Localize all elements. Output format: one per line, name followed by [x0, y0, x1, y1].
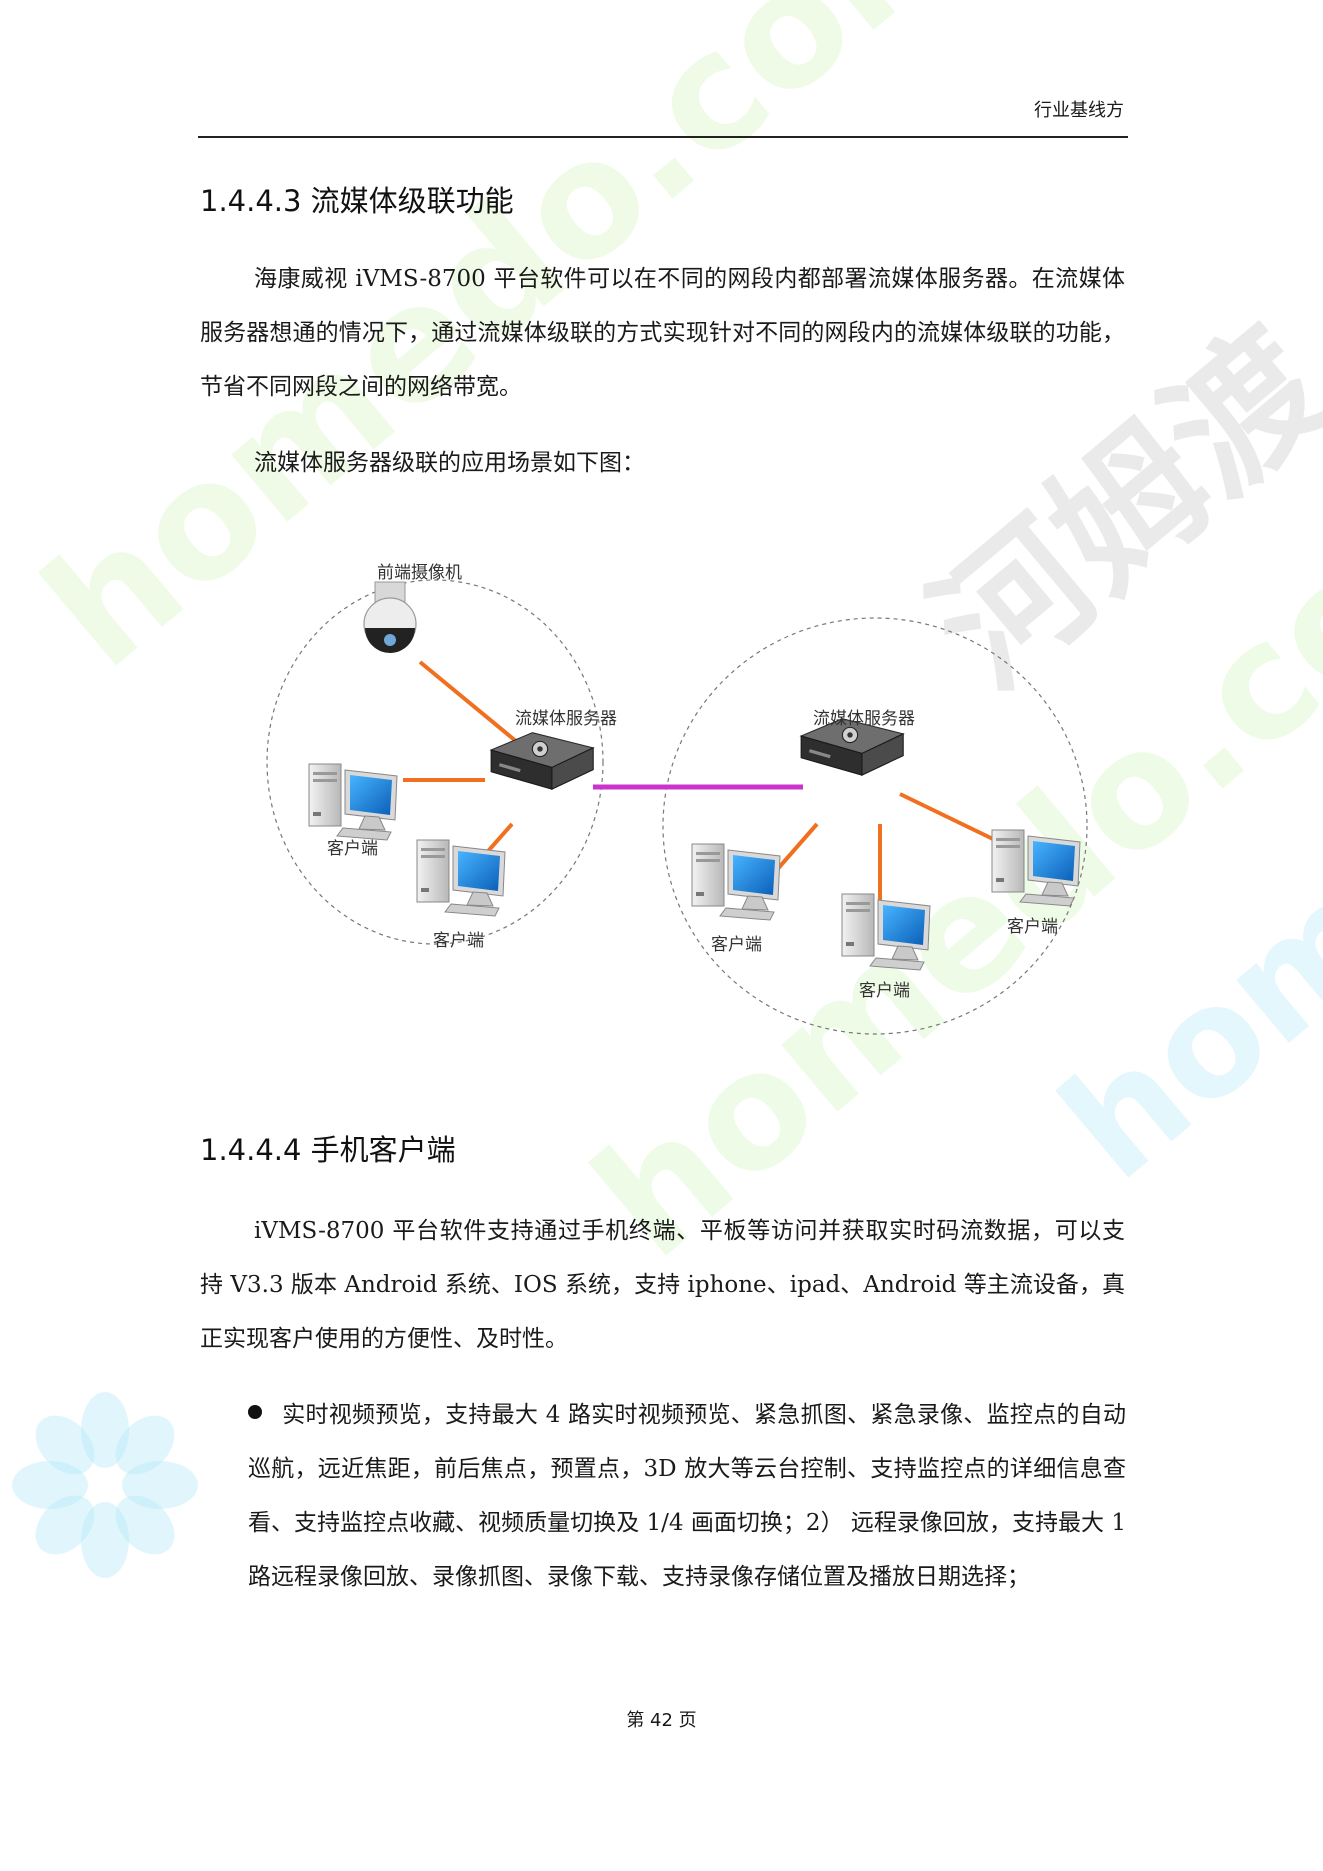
client-label: 客户端 — [327, 839, 378, 859]
page-number: 第 42 页 — [626, 1710, 697, 1731]
bullet-item: 实时视频预览，支持最大 4 路实时视频预览、紧急抓图、紧急录像、监控点的自动巡航… — [248, 1388, 1126, 1604]
paragraph: iVMS-8700 平台软件支持通过手机终端、平板等访问并获取实时码流数据，可以… — [200, 1218, 1125, 1352]
client-label: 客户端 — [711, 935, 762, 955]
client-label: 客户端 — [1007, 917, 1058, 937]
client-pc-icon — [841, 893, 931, 971]
page-header: 行业基线方 — [198, 96, 1128, 138]
section-heading-mobile-client: 1.4.4.4 手机客户端 — [200, 1133, 456, 1167]
server-right-label: 流媒体服务器 — [813, 709, 915, 729]
bullet-icon — [248, 1405, 262, 1419]
paragraph: 流媒体服务器级联的应用场景如下图： — [254, 450, 645, 476]
server-left-label: 流媒体服务器 — [515, 709, 617, 729]
camera-label: 前端摄像机 — [377, 563, 462, 583]
section-heading-streaming-cascade: 1.4.4.3 流媒体级联功能 — [200, 184, 514, 218]
client-pc-icon — [991, 829, 1081, 907]
client-pc-icon — [416, 839, 506, 917]
client-pc-icon — [691, 843, 781, 921]
watermark-flower-icon — [12, 1392, 198, 1578]
streaming-cascade-diagram: 前端摄像机 流媒体服务器 流媒体服务器 客户端 客户端 客户端 客户端 客户端 — [266, 563, 1088, 1035]
paragraph: 海康威视 iVMS-8700 平台软件可以在不同的网段内都部署流媒体服务器。在流… — [200, 266, 1125, 400]
client-label: 客户端 — [859, 981, 910, 1001]
bullet-text: 实时视频预览，支持最大 4 路实时视频预览、紧急抓图、紧急录像、监控点的自动巡航… — [248, 1402, 1126, 1590]
camera-icon — [363, 581, 417, 653]
client-label: 客户端 — [433, 931, 484, 951]
header-title: 行业基线方 — [1034, 100, 1124, 121]
client-pc-icon — [308, 763, 398, 841]
streaming-server-icon — [490, 732, 594, 790]
